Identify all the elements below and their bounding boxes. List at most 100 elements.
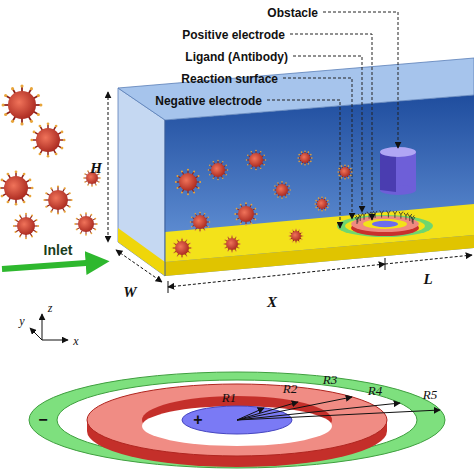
virus-spike-tip xyxy=(247,164,249,166)
virus-spike-tip xyxy=(186,239,188,241)
virus-spike-tip xyxy=(194,213,196,215)
virus-spike-tip xyxy=(198,187,200,189)
virus-spike-tip xyxy=(181,257,183,259)
ligand-symbol xyxy=(367,212,371,219)
virus-spike-tip xyxy=(11,87,14,90)
virus-spike-tip xyxy=(209,221,211,223)
virus-spike-tip xyxy=(37,225,39,227)
virus-spike-tip xyxy=(29,195,32,198)
virus-spike-tip xyxy=(235,236,237,238)
virus-spike-tip xyxy=(231,235,233,237)
virus-spike-tip xyxy=(15,203,18,206)
virus-spike-tip xyxy=(61,147,64,150)
virus-spike-tip xyxy=(350,175,352,177)
virus-spike-tip xyxy=(227,250,229,252)
virus-spike-tip xyxy=(302,235,304,237)
virus-spike-tip xyxy=(39,103,42,106)
virus-spike-tip xyxy=(251,222,253,224)
radius-arrows xyxy=(237,397,440,420)
virus-spike-tip xyxy=(87,170,89,172)
virus-body xyxy=(179,173,197,191)
virus-spike-tip xyxy=(315,207,317,209)
virus-spike-tip xyxy=(308,151,310,153)
ligand-group xyxy=(355,211,415,224)
virus-spike-tip xyxy=(74,223,76,225)
virus-spike-tip xyxy=(13,225,15,227)
virus-spike-tip xyxy=(289,189,291,191)
virus-spike-tip xyxy=(181,170,183,172)
radius-label: R5 xyxy=(423,387,437,403)
virus-spike-tip xyxy=(288,235,290,237)
virus-spike-tip xyxy=(91,232,93,234)
virus-body xyxy=(48,190,68,210)
virus-spike-tip xyxy=(260,167,262,169)
dimension-x xyxy=(168,264,385,287)
virus-spike-tip xyxy=(207,226,209,228)
virus-spike-tip xyxy=(1,195,4,198)
callout-label: Negative electrode xyxy=(155,94,262,108)
virus-spike-tip xyxy=(350,168,352,170)
virus-spike-tip xyxy=(338,175,340,177)
axis-z xyxy=(42,314,43,340)
virus-spike-tip xyxy=(37,94,40,97)
virus-body xyxy=(249,153,263,167)
virus-spike-tip xyxy=(15,170,18,173)
virus-spike-tip xyxy=(325,197,327,199)
virus-spike-tip xyxy=(25,237,27,239)
virus-spike-tip xyxy=(80,232,82,234)
virus-spike-tip xyxy=(310,154,312,156)
virus-spike-tip xyxy=(173,252,175,254)
virus-spike-tip xyxy=(250,167,252,169)
virus-spike-tip xyxy=(227,236,229,238)
virus-spike-tip xyxy=(36,219,38,221)
virus-spike-tip xyxy=(193,170,195,172)
virus-spike-tip xyxy=(76,218,78,220)
virus-body xyxy=(4,176,28,200)
virus-spike-tip xyxy=(255,150,257,152)
virus-spike-tip xyxy=(191,226,193,228)
virus-spike-tip xyxy=(173,242,175,244)
virus-spike-tip xyxy=(1,179,4,182)
radius-arrow xyxy=(237,410,440,420)
virus-spike-tip xyxy=(199,181,201,183)
channel-top-face xyxy=(118,58,474,120)
virus-spike-tip xyxy=(327,207,329,209)
virus-spike-tip xyxy=(304,150,306,152)
ligand-symbol xyxy=(356,215,360,222)
dimension-label: X xyxy=(267,294,277,311)
virus-spike-tip xyxy=(181,192,183,194)
virus-body xyxy=(17,217,35,235)
virus-spike-tip xyxy=(298,154,300,156)
virus-spike-tip xyxy=(69,206,71,208)
obstacle-top xyxy=(380,147,416,157)
polarity-symbol: + xyxy=(193,411,202,429)
virus-spike-tip xyxy=(33,131,36,134)
ligand-symbol xyxy=(373,211,377,218)
virus-spike-tip xyxy=(212,177,214,179)
virus-spike-tip xyxy=(69,192,71,194)
virus-spike-tip xyxy=(31,187,34,190)
virus-spike-tip xyxy=(29,179,32,182)
virus-spike-tip xyxy=(96,223,98,225)
virus-spike-tip xyxy=(225,164,227,166)
virus-spike-tip xyxy=(176,239,178,241)
virus-spike-tip xyxy=(245,224,247,226)
virus-spike-tip xyxy=(194,229,196,231)
virus-spike-tip xyxy=(251,204,253,206)
ligand-symbol xyxy=(380,211,384,218)
dimension-label: W xyxy=(123,284,136,301)
virus-particle xyxy=(297,150,312,165)
negative-electrode xyxy=(337,215,433,237)
virus-spike-tip xyxy=(98,181,100,183)
reaction-surface xyxy=(351,216,419,232)
virus-spike-tip xyxy=(348,177,350,179)
virus-spike-tip xyxy=(199,212,201,214)
virus-spike-tip xyxy=(254,208,256,210)
virus-spike-tip xyxy=(222,161,224,163)
virus-spike-tip xyxy=(14,219,16,221)
virus-particle xyxy=(337,164,352,179)
virus-body xyxy=(8,91,36,119)
virus-spike-tip xyxy=(64,187,66,189)
virus-spike-tip xyxy=(2,103,5,106)
virus-spike-tip xyxy=(0,187,1,190)
